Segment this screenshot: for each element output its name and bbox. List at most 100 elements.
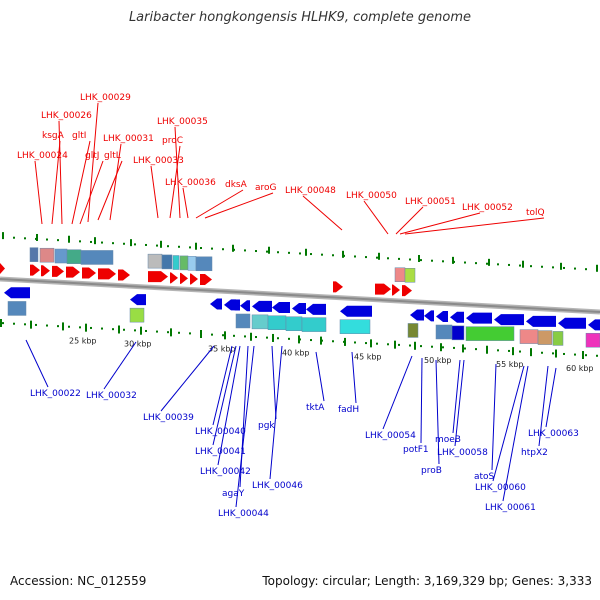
reverse-gene (494, 314, 524, 326)
tick-dot-top (134, 243, 136, 246)
major-tick-bottom (62, 322, 64, 331)
tick-dot-top (332, 254, 334, 257)
tick-dot-bottom (365, 342, 367, 345)
tick-dot-bottom (354, 341, 356, 344)
leader-line-bottom (315, 351, 325, 402)
major-tick-bottom (85, 323, 87, 332)
major-tick-bottom (320, 336, 322, 345)
function-box-bottom (301, 317, 327, 332)
tick-dot-top (101, 241, 103, 244)
tick-dot-bottom (112, 328, 114, 331)
reverse-gene (340, 305, 372, 317)
scale-tick-label: 45 kbp (354, 352, 382, 361)
tick-dot-top (530, 265, 532, 268)
gene-label-top: gltI (72, 131, 86, 141)
forward-gene (190, 273, 198, 285)
gene-label-top: proC (162, 136, 183, 146)
forward-gene (402, 285, 412, 297)
forward-gene (118, 269, 130, 281)
tick-dot-bottom (266, 336, 268, 339)
major-tick-bottom (394, 340, 396, 349)
major-tick-top (68, 235, 70, 243)
forward-gene (41, 265, 50, 277)
scale-tick-label: 35 kbp (208, 344, 236, 353)
gene-label-top: dksA (225, 180, 248, 190)
major-tick-bottom (140, 326, 142, 335)
leader-line-top (204, 192, 274, 219)
tick-dot-top (79, 240, 81, 243)
major-tick-top (418, 254, 420, 262)
reverse-gene (424, 310, 434, 322)
tick-dot-bottom (57, 325, 59, 328)
accession-text: Accession: NC_012559 (10, 574, 147, 588)
leader-line-bottom (235, 345, 255, 508)
leader-line-top (58, 120, 63, 225)
function-box-top (404, 268, 416, 283)
gene-label-bottom: moeB (435, 435, 461, 445)
function-box-top (161, 254, 173, 270)
major-tick-top (378, 252, 380, 260)
major-tick-bottom (462, 344, 464, 353)
gene-label-bottom: LHK_00061 (485, 503, 536, 513)
tick-dot-top (420, 259, 422, 262)
major-tick-bottom (512, 347, 514, 356)
tick-dot-bottom (376, 342, 378, 345)
gene-label-top: LHK_00052 (462, 203, 513, 213)
tick-dot-top (299, 252, 301, 255)
tick-dot-bottom (101, 327, 103, 330)
tick-dot-bottom (13, 322, 15, 325)
tick-dot-top (244, 249, 246, 252)
leader-line-top (174, 126, 181, 219)
tick-dot-bottom (35, 323, 37, 326)
gene-label-bottom: htpX2 (521, 448, 548, 458)
function-box-bottom (519, 329, 539, 344)
function-box-bottom (435, 324, 453, 340)
tick-dot-top (112, 242, 114, 245)
tick-dot-top (178, 245, 180, 248)
forward-gene (98, 268, 116, 280)
gene-label-bottom: LHK_00032 (86, 391, 137, 401)
forward-gene (200, 274, 212, 285)
scale-tick-label: 40 kbp (282, 348, 310, 357)
major-tick-bottom (224, 331, 226, 340)
leader-line-top (97, 160, 123, 221)
tick-dot-bottom (222, 334, 224, 337)
function-box-bottom (129, 307, 145, 323)
leader-line-bottom (382, 355, 413, 430)
reverse-gene (558, 317, 586, 329)
tick-dot-top (24, 237, 26, 240)
reverse-gene (588, 319, 600, 331)
tick-dot-bottom (79, 326, 81, 329)
function-box-top (187, 256, 197, 271)
tick-dot-top (486, 262, 488, 265)
leader-line-top (404, 217, 545, 235)
gene-label-top: ksgA (42, 131, 65, 141)
gene-label-top: LHK_00031 (103, 134, 154, 144)
major-tick-top (305, 248, 307, 256)
tick-dot-top (464, 261, 466, 264)
forward-gene (392, 284, 400, 296)
major-tick-top (2, 232, 4, 240)
reverse-gene (306, 303, 326, 315)
tick-dot-bottom (178, 331, 180, 334)
gene-label-bottom: LHK_00042 (200, 467, 251, 477)
leader-line-top (195, 189, 244, 219)
gene-tracks (0, 247, 600, 348)
leader-line-bottom (212, 345, 237, 446)
function-box-top (39, 247, 55, 263)
leader-line-bottom (538, 365, 549, 447)
topology-text: Topology: circular; Length: 3,169,329 bp… (262, 574, 592, 588)
function-box-top (179, 255, 189, 271)
function-box-top (29, 247, 39, 262)
tick-dot-top (541, 265, 543, 268)
tick-dot-top (398, 257, 400, 260)
tick-dot-top (46, 238, 48, 241)
tick-dot-bottom (497, 349, 499, 352)
scale-tick-label: 55 kbp (496, 360, 524, 369)
leader-line-bottom (454, 359, 465, 447)
tick-dot-bottom (563, 352, 565, 355)
major-tick-top (160, 240, 162, 248)
tick-dot-bottom (68, 325, 70, 328)
function-box-top (172, 255, 180, 270)
function-box-bottom (267, 315, 287, 330)
